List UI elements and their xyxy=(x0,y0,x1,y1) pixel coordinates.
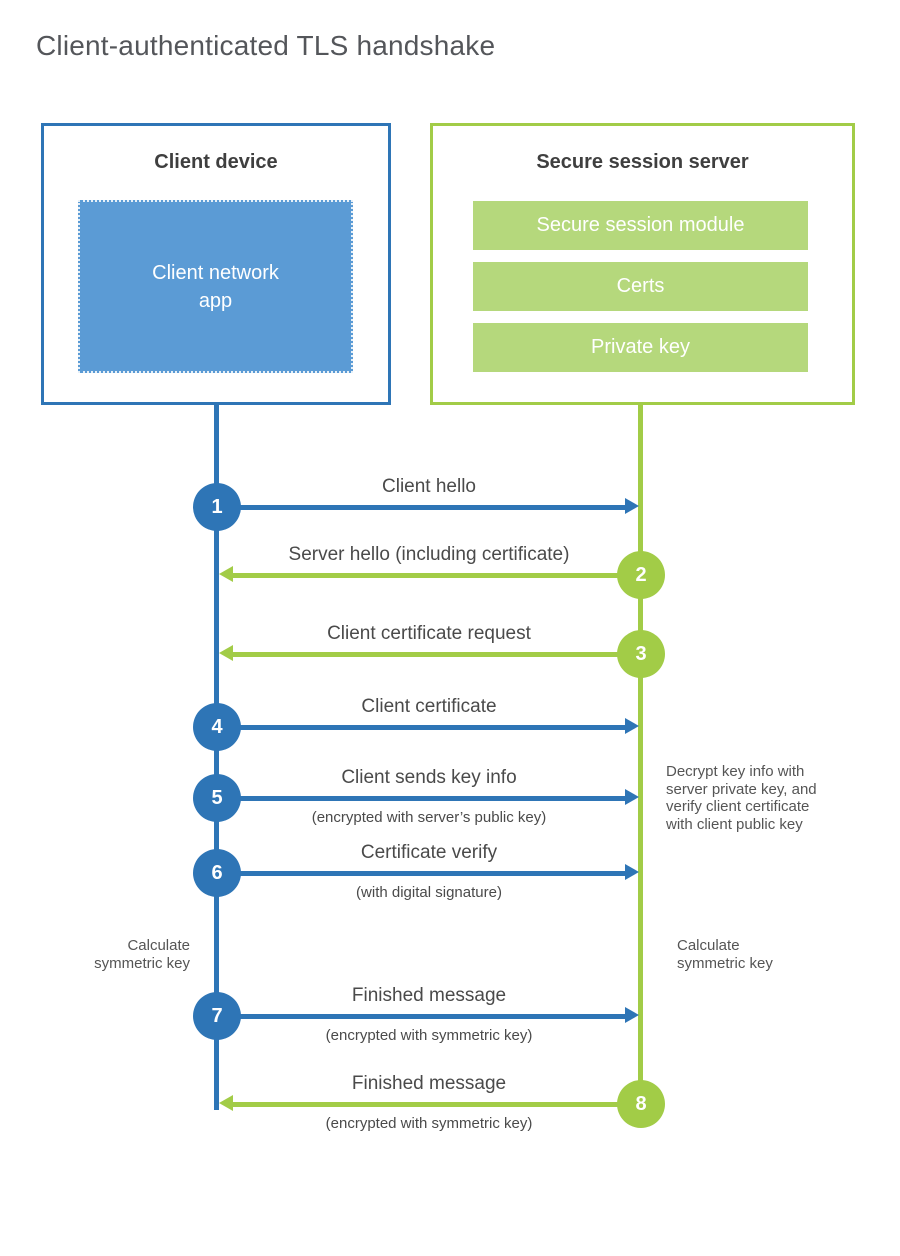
step-8-number: 8 xyxy=(635,1092,647,1115)
arrow-head-left-icon xyxy=(219,566,233,582)
arrow-line xyxy=(217,505,626,510)
server-title: Secure session server xyxy=(536,151,749,173)
step-6-subtext: (with digital signature) xyxy=(356,884,502,901)
server-lifeline xyxy=(638,404,643,1105)
step-8-subtext: (encrypted with symmetric key) xyxy=(325,1115,533,1132)
step-7-message: Finished message xyxy=(351,985,507,1006)
step-3-badge: 3 xyxy=(617,630,665,678)
step-7-subtext: (encrypted with symmetric key) xyxy=(325,1027,533,1044)
server-module-label: Secure session module xyxy=(536,214,745,236)
server-module-certs: Certs xyxy=(473,262,808,311)
step-2-number: 2 xyxy=(635,563,647,586)
step-5-number: 5 xyxy=(211,786,223,809)
note-calculate-symmetric-key-client: Calculate symmetric key xyxy=(94,937,190,972)
server-module-label: Private key xyxy=(591,336,690,358)
note-decrypt-key-info: Decrypt key info with server private key… xyxy=(666,763,817,833)
client-lifeline xyxy=(214,404,219,1110)
arrow-head-right-icon xyxy=(625,789,639,805)
arrow-line xyxy=(217,796,626,801)
page-title: Client-authenticated TLS handshake xyxy=(36,30,496,61)
arrow-line xyxy=(232,1102,641,1107)
step-1-badge: 1 xyxy=(193,483,241,531)
step-6-number: 6 xyxy=(211,861,223,884)
step-6-badge: 6 xyxy=(193,849,241,897)
arrow-head-right-icon xyxy=(625,1007,639,1023)
arrow-line xyxy=(232,652,641,657)
step-7-number: 7 xyxy=(211,1004,223,1027)
step-8-badge: 8 xyxy=(617,1080,665,1128)
step-4-number: 4 xyxy=(211,715,223,738)
arrow-head-right-icon xyxy=(625,718,639,734)
step-2-message: Server hello (including certificate) xyxy=(288,544,570,565)
client-network-app-box: Client network app xyxy=(78,200,353,373)
arrow-line xyxy=(217,1014,626,1019)
step-4-message: Client certificate xyxy=(361,696,497,717)
step-8-message: Finished message xyxy=(351,1073,507,1094)
step-6-message: Certificate verify xyxy=(360,842,498,863)
arrow-head-left-icon xyxy=(219,645,233,661)
step-3-message: Client certificate request xyxy=(327,623,531,644)
client-device-title: Client device xyxy=(154,151,278,173)
arrow-head-right-icon xyxy=(625,864,639,880)
step-1-number: 1 xyxy=(211,495,223,518)
arrow-head-left-icon xyxy=(219,1095,233,1111)
server-module-label: Certs xyxy=(616,275,665,297)
arrow-line xyxy=(217,871,626,876)
step-5-message: Client sends key info xyxy=(341,767,517,788)
step-5-subtext: (encrypted with server’s public key) xyxy=(311,809,547,826)
arrow-head-right-icon xyxy=(625,498,639,514)
step-2-badge: 2 xyxy=(617,551,665,599)
arrow-line xyxy=(232,573,641,578)
client-network-app-label: Client network app xyxy=(152,261,279,312)
step-7-badge: 7 xyxy=(193,992,241,1040)
arrow-line xyxy=(217,725,626,730)
step-1-message: Client hello xyxy=(382,476,476,497)
server-module-private-key: Private key xyxy=(473,323,808,372)
step-4-badge: 4 xyxy=(193,703,241,751)
step-3-number: 3 xyxy=(635,642,647,665)
note-calculate-symmetric-key-server: Calculate symmetric key xyxy=(677,937,773,972)
server-module-secure-session: Secure session module xyxy=(473,201,808,250)
step-5-badge: 5 xyxy=(193,774,241,822)
